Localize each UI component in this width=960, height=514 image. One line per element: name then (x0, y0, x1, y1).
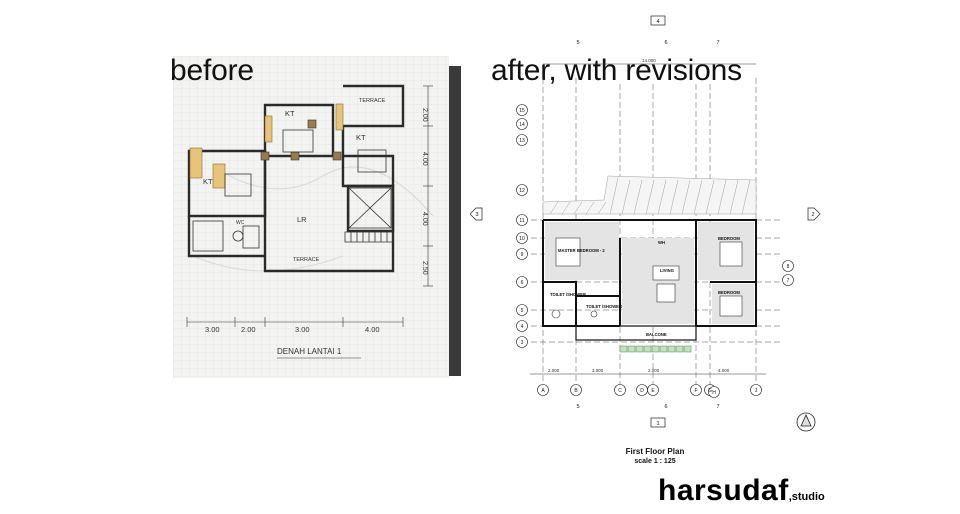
section-marker: 1 (656, 421, 659, 427)
sketch-dimension: 3.00 (205, 325, 220, 334)
row-axis-label: 13 (519, 138, 525, 144)
plan-room-label: WH (658, 240, 665, 245)
row-axis-label: 4 (521, 324, 524, 330)
plan-bottom-dimension: 3.000 (592, 368, 604, 373)
plan-caption-scale: scale 1 : 125 (634, 458, 676, 465)
section-marker: 7 (716, 404, 719, 410)
north-arrow-icon (796, 412, 816, 432)
plan-room-label: TOILET /SHOWER (586, 304, 622, 309)
col-axis-label: C (618, 388, 622, 394)
sketch-dimension: 4.00 (421, 152, 428, 166)
plan-caption-title: First Floor Plan (625, 447, 685, 456)
sketch-title: DENAH LANTAI 1 (277, 347, 342, 356)
sketch-room-label: KT (285, 109, 295, 118)
plan-bottom-dimension: 4.000 (718, 368, 730, 373)
row-axis-label: 15 (519, 108, 525, 114)
brand-logo: harsudaf,studio (658, 474, 825, 508)
section-marker: 7 (716, 40, 719, 46)
row-axis-label: 8 (787, 264, 790, 270)
plan-top-dimension: 14.000 (642, 58, 656, 63)
sketch-dimension: 3.00 (295, 325, 310, 334)
section-marker: 5 (576, 404, 579, 410)
section-marker: 6 (664, 40, 667, 46)
row-axis-label: 7 (787, 278, 790, 284)
section-marker: 6 (664, 404, 667, 410)
section-marker: 4 (656, 19, 659, 25)
row-axis-label: 10 (519, 236, 525, 242)
sketch-room-label: WC (236, 220, 245, 226)
hand-sketch-before: KT KT KT TERRACE LR TERRACE WC 2.00 4.00… (173, 56, 449, 378)
brand-suffix: ,studio (788, 491, 825, 503)
sketch-room-label: KT (203, 177, 213, 186)
row-axis-label: 9 (521, 252, 524, 258)
sketch-dimension: 4.00 (365, 325, 380, 334)
plan-room-label: TOILET /SHOWER (550, 292, 586, 297)
col-axis-label: A (541, 388, 545, 394)
plan-room-label: BEDROOM (718, 236, 740, 241)
row-axis-label: 5 (521, 308, 524, 314)
plan-room-label: MASTER BEDROOM - 2 (558, 248, 605, 253)
col-axis-label: H (712, 390, 716, 396)
brand-name: harsudaf (658, 474, 789, 507)
plan-bottom-dimension: 2.000 (548, 368, 560, 373)
sketch-dimension: 4.00 (421, 212, 428, 226)
first-floor-plan: 14.000 MASTER (470, 15, 821, 432)
sketch-room-label: KT (356, 133, 366, 142)
sketch-room-label: TERRACE (293, 257, 320, 263)
sketch-dimension: 2.50 (421, 261, 428, 275)
before-heading: before (170, 54, 254, 87)
row-axis-label: 14 (519, 122, 525, 128)
col-axis-label: D (640, 388, 644, 394)
sketch-dimension: 2.00 (241, 325, 256, 334)
col-axis-label: E (651, 388, 655, 394)
col-axis-label: B (574, 388, 578, 394)
section-marker: 3 (475, 212, 478, 218)
sketch-room-label: TERRACE (359, 98, 386, 104)
section-marker: 2 (811, 212, 814, 218)
plan-bottom-dimension: 2.000 (648, 368, 660, 373)
row-axis-label: 11 (519, 218, 524, 224)
sketch-room-label: LR (297, 215, 307, 224)
after-heading: after, with revisions (491, 54, 742, 87)
col-axis-label: G (708, 388, 712, 394)
col-axis-label: F (694, 388, 697, 394)
sketch-dimension: 2.00 (421, 108, 428, 122)
plan-room-label: BEDROOM (718, 290, 740, 295)
col-axis-label: J (755, 388, 758, 394)
section-marker: 5 (576, 40, 579, 46)
row-axis-label: 3 (521, 340, 524, 346)
row-axis-label: 6 (521, 280, 524, 286)
row-axis-label: 12 (519, 188, 525, 194)
plan-caption: First Floor Plan scale 1 : 125 (600, 447, 710, 467)
plan-room-label: BALCONE (646, 332, 667, 337)
plan-room-label: LIVING (660, 268, 674, 273)
